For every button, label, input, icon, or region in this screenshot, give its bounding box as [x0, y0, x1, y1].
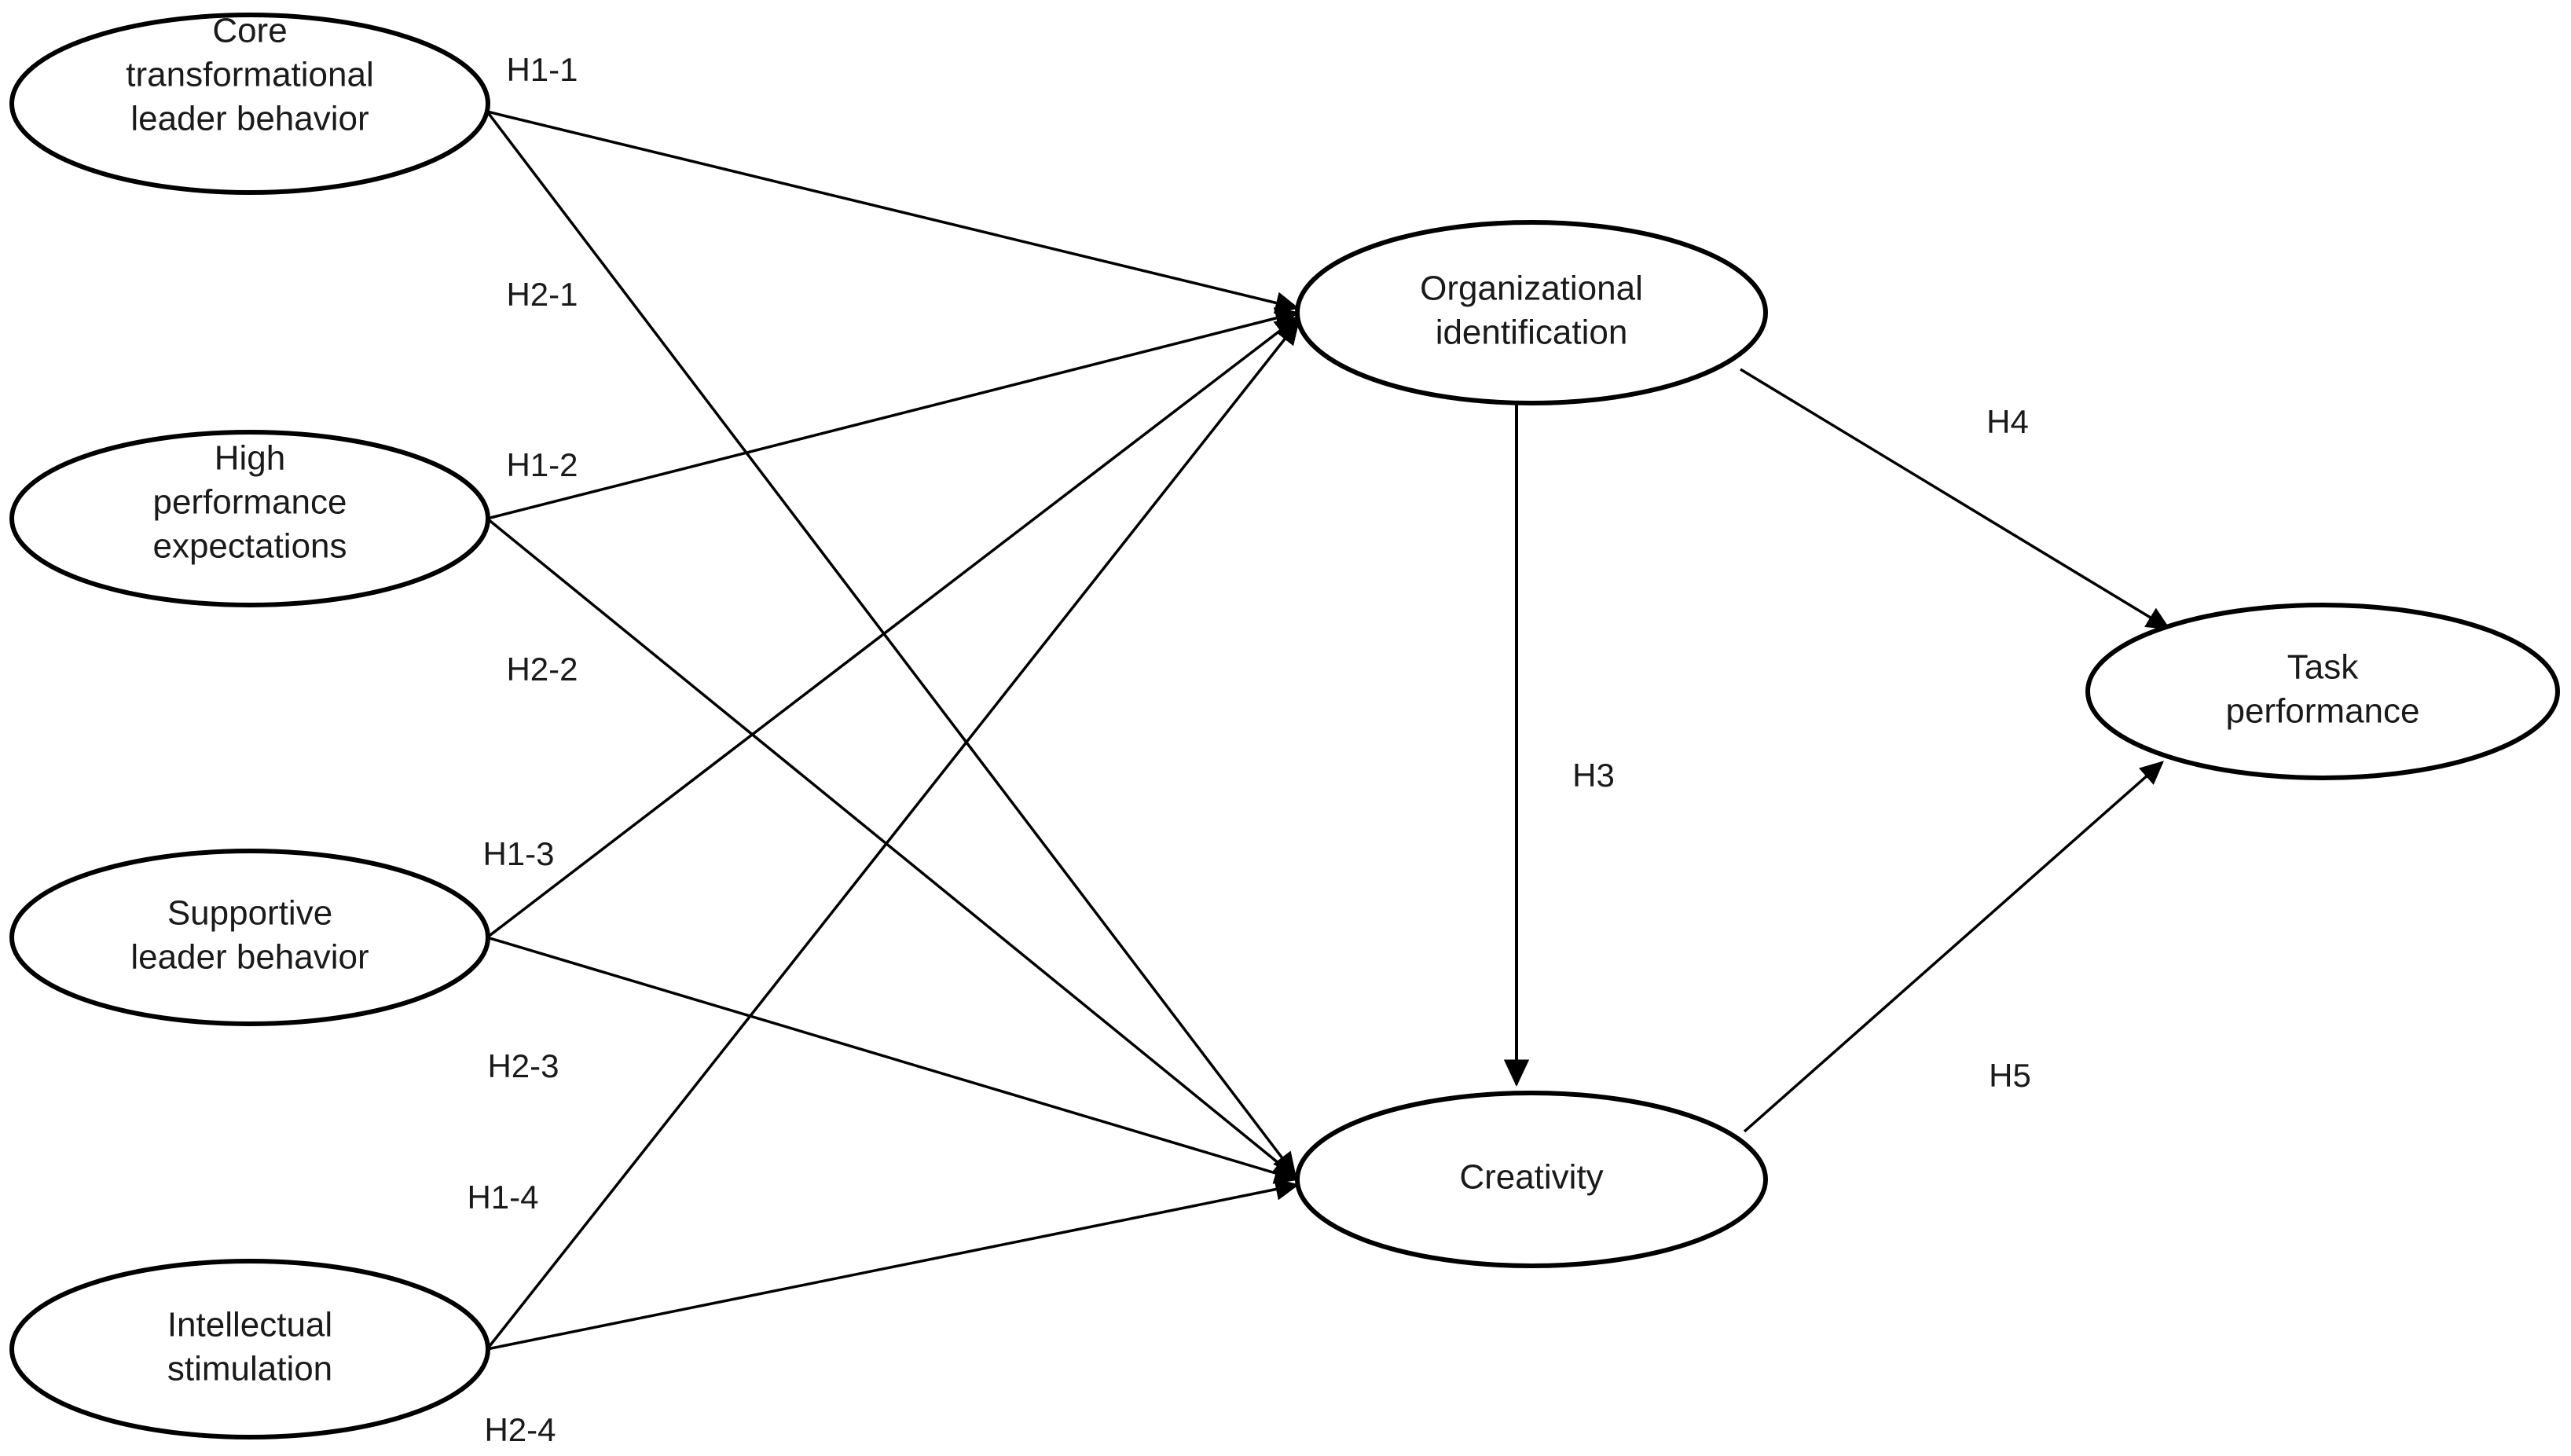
edge-h5 [1743, 761, 2164, 1133]
node-label-line1: Core [212, 12, 287, 50]
edge-h1-2 [486, 307, 1300, 520]
node-ellipse [1295, 1091, 1768, 1268]
hypothesis-label-h1-3: H1-3 [482, 835, 554, 872]
node-supportive-leader-behavior[interactable]: Supportive leader behavior [9, 849, 490, 1026]
node-label-line1: Task [2287, 648, 2359, 687]
edge-h2-1 [486, 110, 1297, 1177]
node-label-line3: leader behavior [130, 100, 369, 138]
node-label-line1: Creativity [1459, 1158, 1603, 1197]
hypothesis-label-h5: H5 [1989, 1057, 2031, 1094]
node-label-line2: identification [1436, 314, 1628, 352]
node-label-line3: expectations [152, 527, 347, 566]
node-label-line2: leader behavior [130, 938, 369, 977]
hypothesis-label-h1-2: H1-2 [506, 446, 578, 483]
node-label-line2: performance [152, 483, 347, 522]
node-ellipse [9, 13, 490, 195]
edge-h1-3 [486, 316, 1300, 939]
hypothesis-label-h4: H4 [1986, 403, 2029, 440]
node-creativity[interactable]: Creativity [1295, 1091, 1768, 1268]
hypothesis-label-h2-3: H2-3 [487, 1047, 559, 1084]
node-label-line2: transformational [126, 56, 373, 94]
hypothesis-label-h1-4: H1-4 [467, 1179, 538, 1216]
hypothesis-label-h3: H3 [1572, 757, 1615, 794]
node-label-line1: Organizational [1420, 270, 1643, 308]
edge-h1-4 [486, 320, 1300, 1351]
node-label-line1: Intellectual [167, 1306, 332, 1344]
node-high-performance-expectations[interactable]: High performance expectations [9, 430, 490, 607]
edge-h4 [1740, 368, 2171, 630]
node-label-line1: Supportive [167, 894, 332, 933]
node-task-performance[interactable]: Task performance [2085, 603, 2560, 780]
node-label-line2: performance [2225, 692, 2419, 731]
node-ellipse [9, 849, 490, 1026]
edge-h1-1 [486, 110, 1300, 314]
node-core-transformational-leader-behavior[interactable]: Core transformational leader behavior [9, 12, 490, 195]
node-ellipse [2085, 603, 2560, 780]
edge-h2-3 [486, 936, 1299, 1184]
hypothesis-label-h2-4: H2-4 [484, 1411, 556, 1448]
hypothesis-label-h2-2: H2-2 [506, 651, 578, 688]
edge-h2-2 [486, 517, 1298, 1179]
node-organizational-identification[interactable]: Organizational identification [1295, 220, 1768, 405]
hypothesis-label-h1-1: H1-1 [506, 51, 578, 88]
node-ellipse [9, 1259, 490, 1439]
node-ellipse [9, 430, 490, 607]
hypothesis-label-h2-1: H2-1 [506, 276, 578, 313]
node-intellectual-stimulation[interactable]: Intellectual stimulation [9, 1259, 490, 1439]
node-ellipse [1295, 220, 1768, 405]
node-label-line1: High [215, 439, 286, 478]
node-label-line2: stimulation [167, 1350, 332, 1388]
edge-h2-4 [486, 1178, 1300, 1351]
